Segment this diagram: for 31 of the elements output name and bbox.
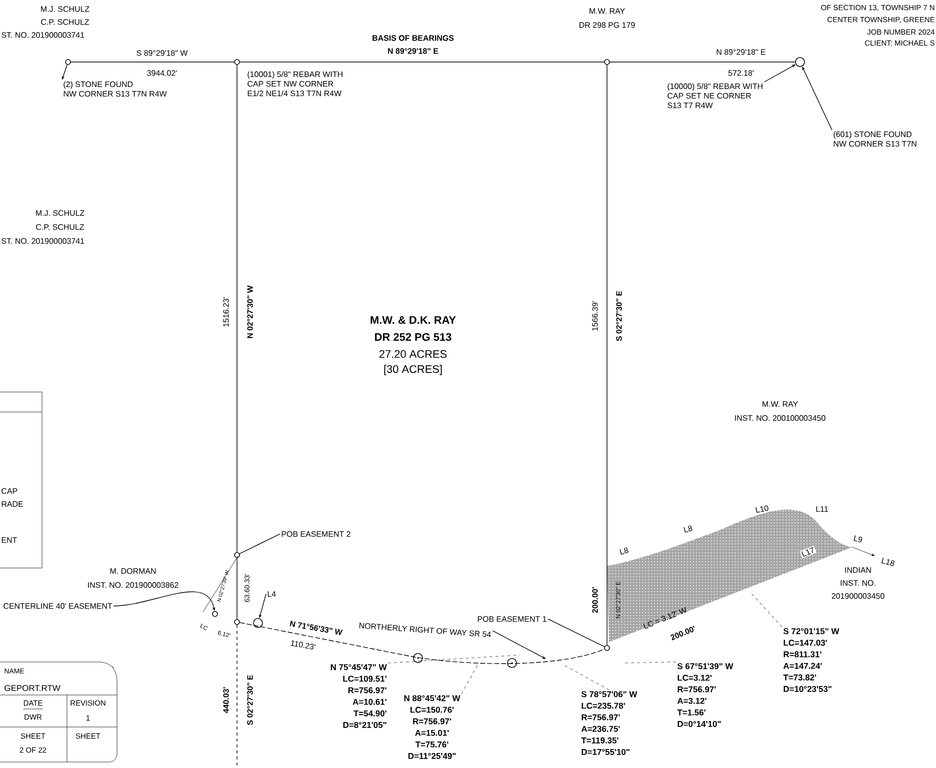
curve-data-text: N 88°45'42" W LC=150.76' R=756.97' A=15.01' T=75.76' D=11°25'49" [404,695,460,759]
leader-line [606,64,608,646]
curve-data-text: N 75°45'47" W LC=109.51' R=756.97' A=10.61' T=54.90' D=8°21'05" [330,664,387,728]
leader-line [388,654,520,664]
leader-line [239,534,280,554]
survey-point [234,619,240,625]
parcel-text: 27.20 ACRES [379,350,447,358]
leader-line [461,664,478,694]
road-centerline [240,622,605,664]
table-cell: GEPORT.RTW [4,685,60,691]
survey-point [604,645,610,651]
leader-line [236,558,238,620]
leader-line [236,64,238,552]
parcel-text: [30 ACRES] [384,364,442,376]
survey-point [212,611,218,617]
leader-line [624,662,676,664]
curve-data-text: S 72°01'15" W LC=147.03' R=811.31' A=147.24' T=73.82' D=10°23'53" [783,628,840,692]
survey-point [65,59,71,65]
curve-data-text: S 78°57'06" W LC=235.78' R=756.97' A=236.75' T=119.35' D=17°55'10" [581,691,638,755]
curve-data-text: S 67°51'39" W LC=3.12' R=756.97' A=3.12' T=1.56' D=0°14'10" [677,663,734,727]
parcel-text: M.W. & D.K. RAY [370,316,456,324]
leader-line [562,664,610,690]
survey-point [253,618,263,628]
survey-point [234,59,240,65]
boundary-line [236,624,238,766]
survey-point [795,57,805,67]
survey-point [234,552,240,558]
parcel-text: DR 252 PG 513 [375,333,452,341]
survey-point [604,59,610,65]
leader-line [548,618,605,648]
leader-line [750,592,782,628]
